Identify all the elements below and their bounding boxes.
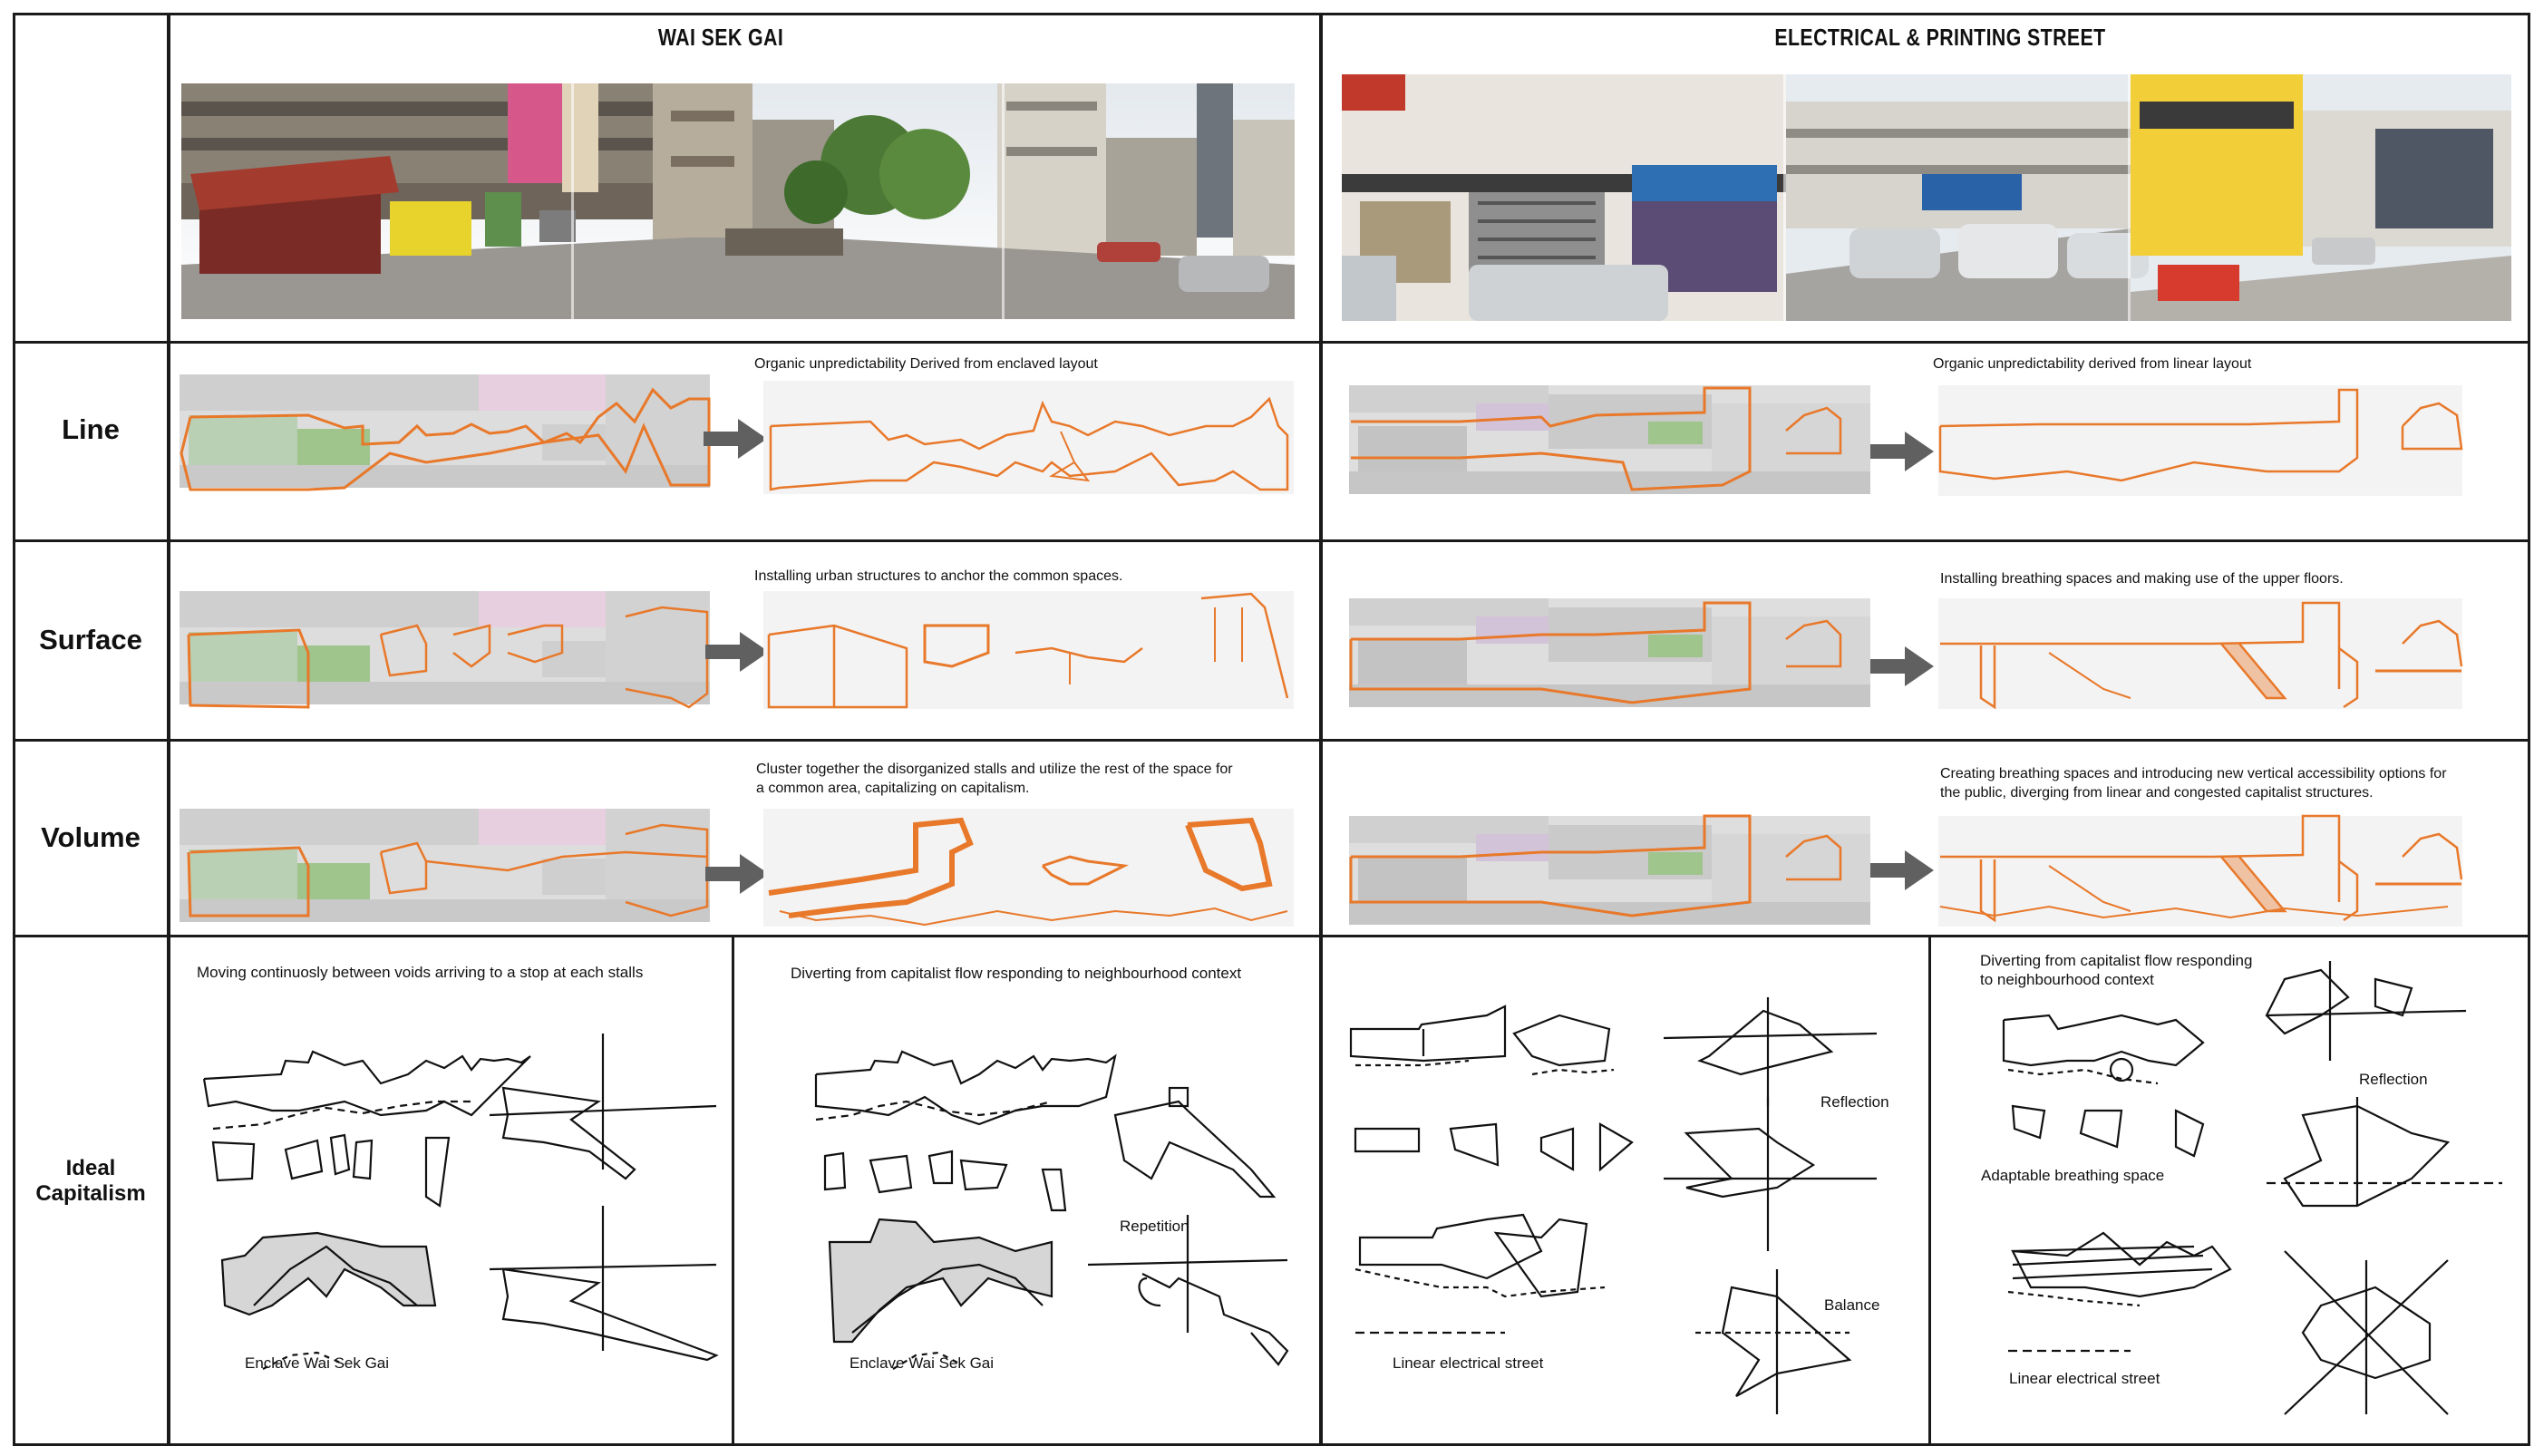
- ideal-p2-label: Enclave Wai Sek Gai: [850, 1354, 995, 1372]
- grid-row-4: [13, 935, 2530, 937]
- row-label-capitalism: Capitalism: [35, 1181, 146, 1206]
- caption-volume-left-2: a common area, capitalizing on capitalis…: [756, 781, 1030, 796]
- row-label-ideal: Ideal: [65, 1156, 116, 1180]
- line-right-diagram: [1349, 385, 2463, 496]
- surface-right-diagram: [1349, 598, 2463, 710]
- ideal-p4-reflection: Reflection: [2359, 1071, 2428, 1088]
- ideal-p3-balance: Balance: [1824, 1296, 1880, 1314]
- grid-col-ideal-3: [1928, 935, 1931, 1446]
- ideal-p4-caption-2: to neighbourhood context: [1980, 971, 2154, 988]
- ideal-panel-1-sketches: [202, 1034, 719, 1370]
- electrical-street-photo: [1342, 74, 2511, 321]
- ideal-panel-2-sketches: [814, 1050, 1289, 1370]
- ideal-p2-repetition: Repetition: [1120, 1218, 1189, 1235]
- ideal-p2-caption: Diverting from capitalist flow respondin…: [791, 965, 1242, 982]
- grid-right: [2528, 13, 2530, 1446]
- volume-right-diagram: [1349, 814, 2463, 927]
- caption-line-left: Organic unpredictability Derived from en…: [754, 356, 1098, 372]
- ideal-p4-caption-1: Diverting from capitalist flow respondin…: [1980, 952, 2253, 969]
- wai-sek-gai-photo: [181, 83, 1295, 319]
- ideal-p1-label: Enclave Wai Sek Gai: [245, 1354, 390, 1372]
- ideal-p3-label: Linear electrical street: [1393, 1354, 1544, 1372]
- grid-col-label: [167, 13, 170, 1446]
- caption-line-right: Organic unpredictability derived from li…: [1933, 356, 2252, 372]
- surface-left-diagram: [180, 591, 1294, 709]
- ideal-panel-3-sketches: [1349, 997, 1878, 1414]
- grid-row-1: [13, 341, 2530, 344]
- row-label-surface: Surface: [39, 624, 142, 655]
- grid-left: [13, 13, 15, 1446]
- caption-volume-right-2: the public, diverging from linear and co…: [1940, 785, 2374, 801]
- row-label-line: Line: [62, 413, 120, 445]
- grid-row-3: [13, 739, 2530, 742]
- ideal-panel-4-sketches: [2002, 961, 2502, 1415]
- caption-surface-left: Installing urban structures to anchor th…: [754, 568, 1123, 584]
- column-title-right: ELECTRICAL & PRINTING STREET: [1774, 24, 2106, 51]
- ideal-p3-reflection: Reflection: [1820, 1093, 1889, 1111]
- ideal-p4-breathing: Adaptable breathing space: [1981, 1167, 2165, 1184]
- caption-volume-right-1: Creating breathing spaces and introducin…: [1940, 766, 2447, 781]
- caption-volume-left-1: Cluster together the disorganized stalls…: [756, 762, 1233, 777]
- grid-row-2: [13, 539, 2530, 542]
- column-title-left: WAI SEK GAI: [657, 24, 784, 51]
- row-label-volume: Volume: [41, 821, 141, 853]
- caption-surface-right: Installing breathing spaces and making u…: [1940, 571, 2344, 587]
- grid-bottom: [13, 1443, 2530, 1446]
- volume-left-diagram: [180, 809, 1294, 927]
- grid-top: [13, 13, 2530, 15]
- ideal-p1-caption: Moving continuosly between voids arrivin…: [197, 964, 644, 981]
- grid-col-mid: [1319, 13, 1323, 1446]
- line-left-diagram: [180, 374, 1294, 494]
- ideal-p4-label: Linear electrical street: [2009, 1370, 2160, 1387]
- grid-col-ideal-1: [732, 935, 734, 1446]
